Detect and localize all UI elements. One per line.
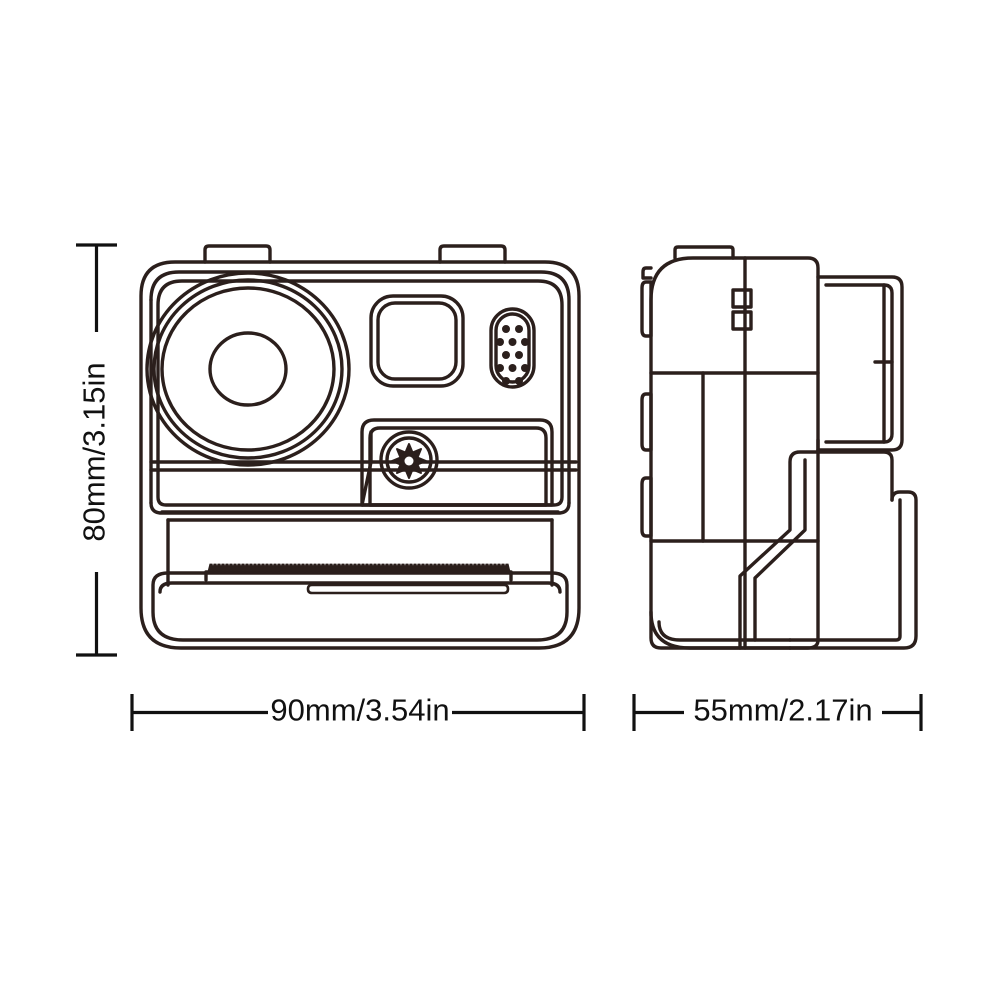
height-dimension-line: [76, 243, 117, 657]
port-slot-lower: [731, 310, 753, 331]
side-button-middle[interactable]: [640, 392, 653, 452]
port-slot-upper: [731, 288, 753, 309]
shutter-console: [360, 418, 554, 507]
front-width-dimension-line: [130, 694, 586, 731]
body-profile: [649, 256, 820, 650]
front-width-dimension-label: 90mm/3.54in: [270, 693, 449, 728]
side-button-upper[interactable]: [640, 280, 653, 338]
side-button-lower[interactable]: [640, 476, 653, 538]
front-view: [139, 244, 581, 650]
side-width-dimension-line: [632, 694, 923, 731]
dimension-lines: [76, 243, 923, 731]
speaker-grille: [489, 307, 536, 389]
viewfinder-window: [369, 294, 465, 388]
top-tab-right: [438, 244, 507, 264]
side-width-dimension-label: 55mm/2.17in: [693, 693, 872, 728]
height-dimension-label: 80mm/3.15in: [77, 362, 112, 541]
lens-center: [208, 331, 288, 407]
lens-assembly: [145, 271, 351, 467]
side-base: [649, 610, 792, 650]
print-slot: [306, 583, 510, 595]
top-tab-left: [203, 244, 272, 264]
side-notch-top: [641, 266, 653, 280]
grip-step: [738, 438, 918, 650]
side-top-tab: [673, 245, 735, 260]
rear-panel: [816, 275, 904, 452]
side-view: [640, 245, 918, 650]
shutter-flower-button[interactable]: [379, 430, 439, 490]
print-tray: [149, 501, 571, 642]
serrated-cutter: [204, 563, 513, 582]
speaker-dots: [496, 325, 529, 385]
